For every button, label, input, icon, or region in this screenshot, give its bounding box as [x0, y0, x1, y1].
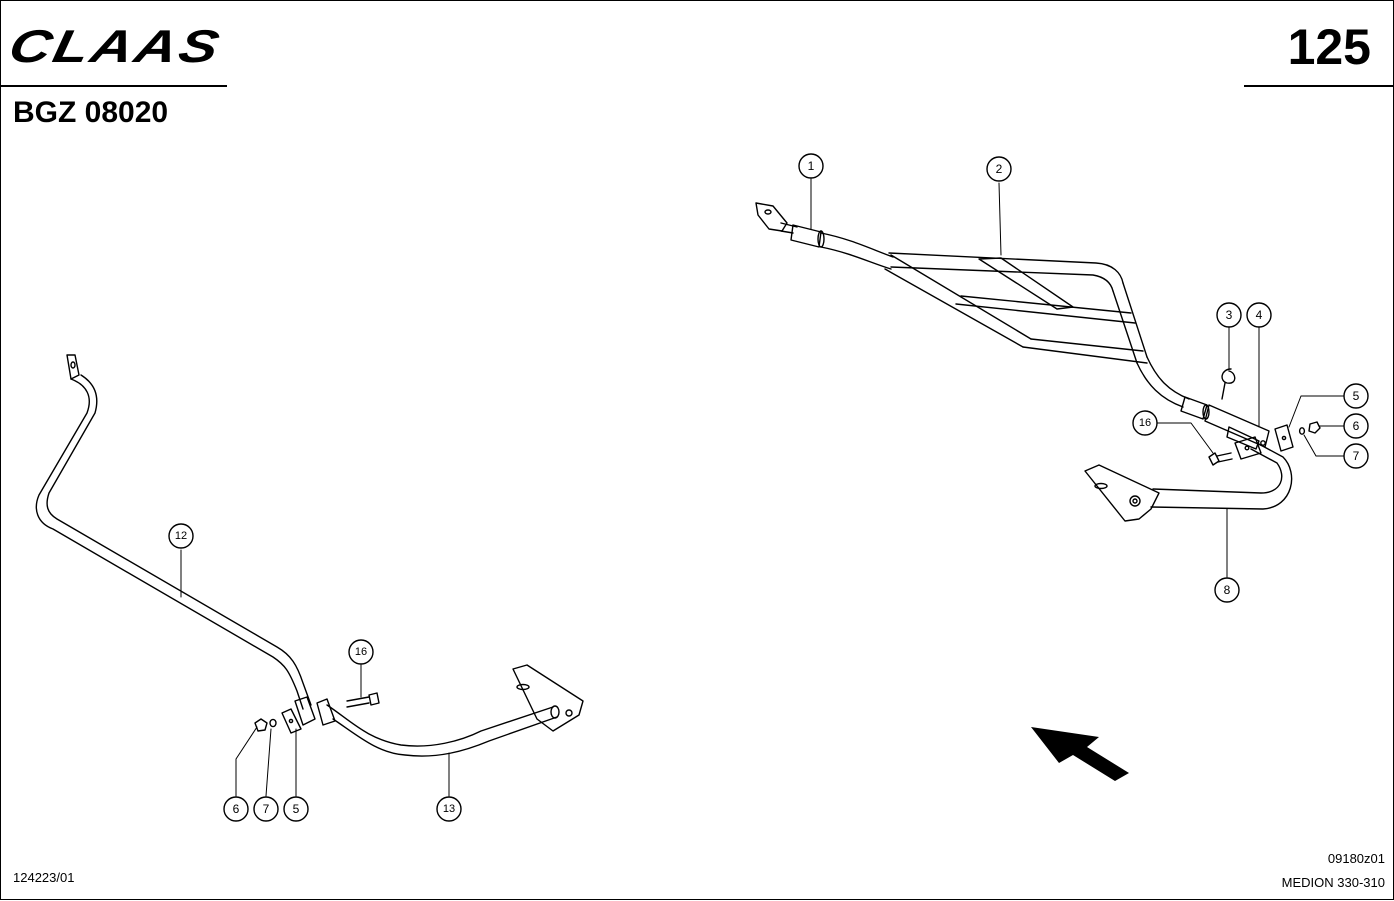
- callout-7-right: 7: [1353, 449, 1360, 463]
- bolt-part-16-right: [1208, 452, 1233, 466]
- washer-part-7-left: [269, 718, 277, 728]
- spring-pin-part-3: [1221, 368, 1236, 400]
- footer-right-code: 09180z01: [1327, 851, 1385, 866]
- footer-left-code: 124223/01: [13, 870, 75, 885]
- footer-model: MEDION 330-310: [1281, 875, 1385, 890]
- frame-part-2: [755, 202, 1210, 420]
- callout-7-left: 7: [263, 802, 270, 816]
- callout-6-right: 6: [1353, 419, 1360, 433]
- leader-lines-right: [810, 178, 1345, 578]
- plate-part-5-left: [281, 708, 302, 734]
- callout-12: 12: [175, 530, 187, 542]
- callout-5-left: 5: [293, 802, 300, 816]
- rail-socket-left: [294, 696, 316, 726]
- bolt-part-16-left: [346, 692, 380, 708]
- leader-lines-left: [180, 549, 450, 797]
- header-rule-left: [1, 85, 227, 87]
- lower-bracket-part-13: [316, 664, 584, 757]
- header-rule-right: [1244, 85, 1394, 87]
- callout-2: 2: [996, 162, 1003, 176]
- callout-5-right: 5: [1353, 389, 1360, 403]
- callout-16-left: 16: [355, 646, 367, 658]
- callout-4: 4: [1256, 308, 1263, 322]
- plate-part-5-right: [1274, 424, 1294, 452]
- callout-3: 3: [1226, 308, 1233, 322]
- page-number: 125: [1287, 19, 1371, 75]
- nut-part-6-right: [1308, 421, 1321, 434]
- callout-8: 8: [1224, 583, 1231, 597]
- nut-part-6-left: [254, 718, 268, 732]
- callout-1: 1: [808, 159, 815, 173]
- callout-16-right: 16: [1139, 417, 1151, 429]
- callout-6-left: 6: [233, 802, 240, 816]
- bracket-arm-part-8: [1084, 436, 1293, 522]
- callout-13: 13: [443, 803, 455, 815]
- washer-part-7-right: [1298, 427, 1306, 435]
- long-rail-part-12: [35, 354, 312, 710]
- arrow-northwest-icon: [1031, 727, 1129, 781]
- document-code: BGZ 08020: [13, 96, 169, 129]
- callout-circles: [168, 153, 1369, 822]
